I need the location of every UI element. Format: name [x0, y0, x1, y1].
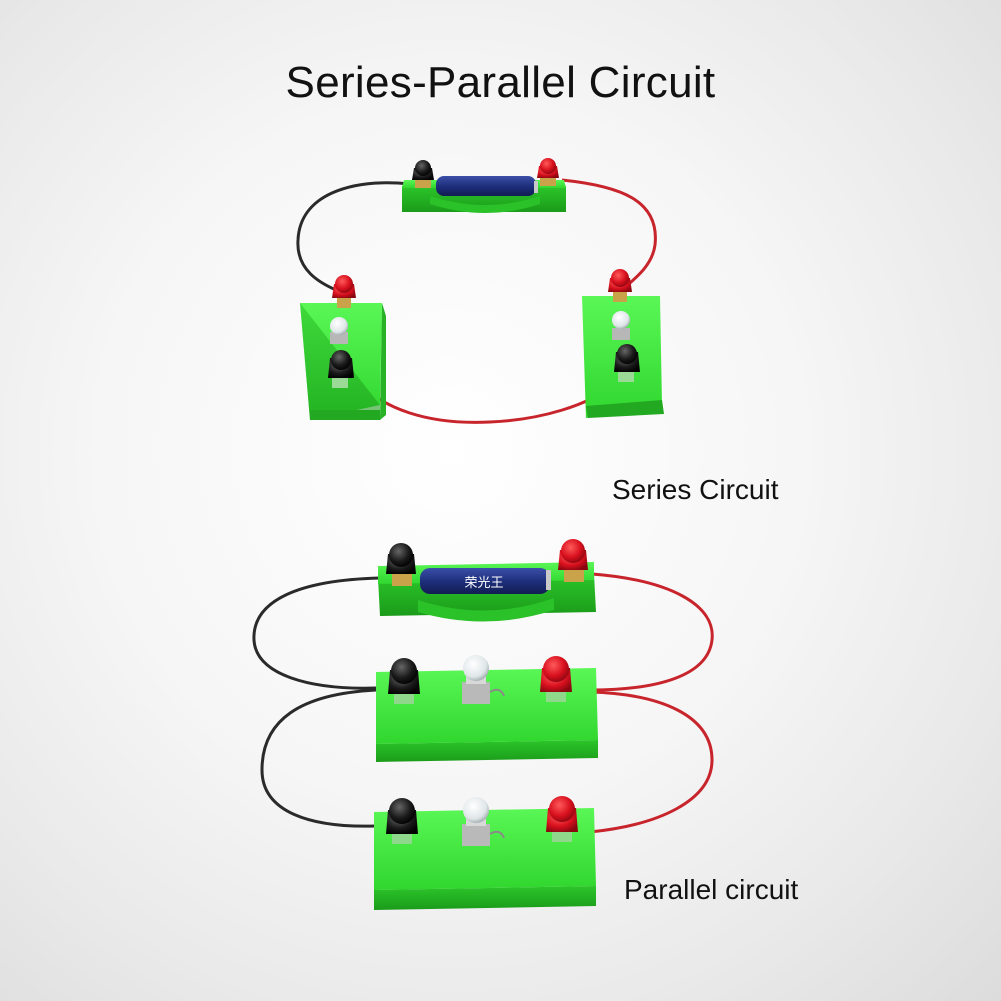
red-terminal [558, 539, 588, 582]
black-terminal [614, 344, 640, 382]
bulb [462, 655, 505, 704]
red-wire [589, 690, 714, 834]
red-terminal [537, 158, 559, 186]
black-wire [260, 688, 377, 828]
black-terminal [388, 658, 420, 704]
battery [436, 176, 536, 196]
parallel-circuit: 荣光王 [252, 539, 714, 910]
red-wire [589, 572, 714, 692]
battery-holder [402, 158, 566, 213]
battery-label: 荣光王 [464, 576, 503, 591]
red-terminal [332, 275, 356, 308]
bulb [462, 797, 505, 846]
red-wire [350, 374, 614, 424]
black-wire [252, 576, 381, 690]
red-wire [561, 178, 657, 292]
black-terminal [412, 160, 434, 188]
black-terminal [386, 543, 416, 586]
battery-holder: 荣光王 [378, 539, 596, 622]
red-terminal [546, 796, 578, 842]
bulb-board-right [582, 269, 664, 418]
bulb-board-top [376, 655, 598, 762]
page-title: Series-Parallel Circuit [285, 58, 716, 107]
red-terminal [608, 269, 632, 302]
bulb-board-left [300, 275, 386, 420]
battery [420, 568, 550, 594]
series-circuit-caption: Series Circuit [612, 474, 779, 505]
black-wire [296, 181, 411, 292]
bulb [330, 317, 348, 344]
black-terminal [328, 350, 354, 388]
black-terminal [386, 798, 418, 844]
series-circuit [296, 158, 664, 424]
bulb-board-bottom [374, 796, 596, 910]
parallel-circuit-caption: Parallel circuit [624, 874, 799, 905]
bulb [612, 311, 630, 340]
red-terminal [540, 656, 572, 702]
